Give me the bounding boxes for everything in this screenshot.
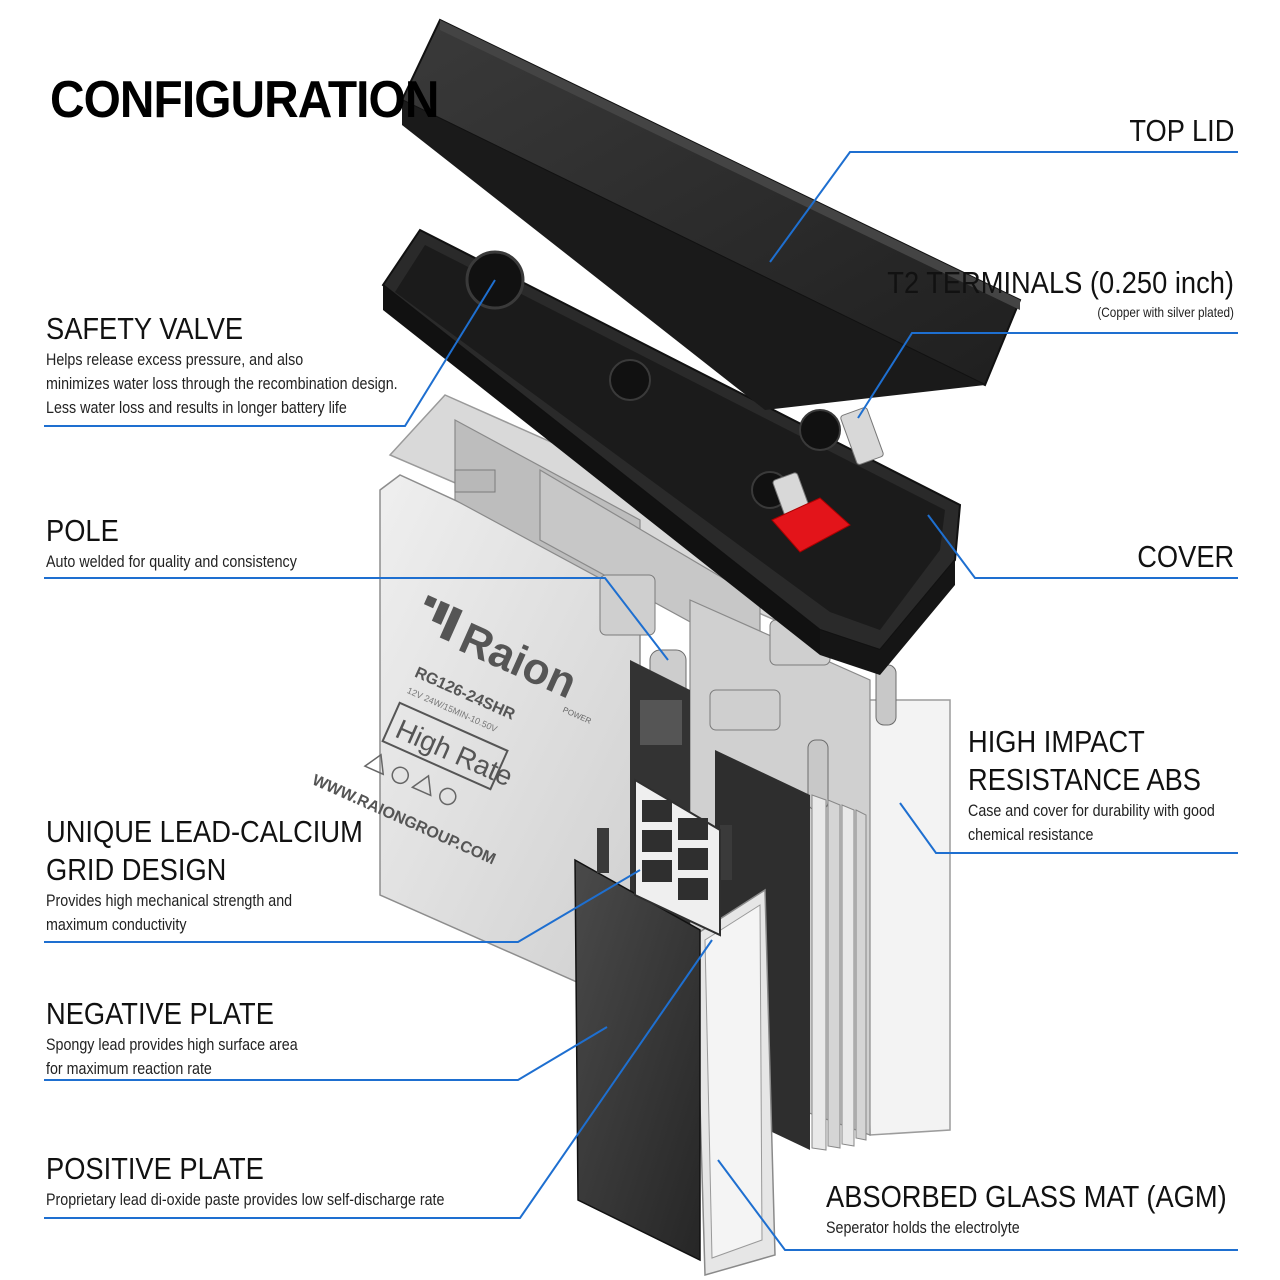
lead-calcium-grid	[634, 778, 721, 937]
label-pole: POLE Auto welded for quality and consist…	[46, 512, 345, 574]
leader-top-lid	[769, 151, 1238, 263]
leader-cover	[927, 514, 1238, 579]
abs-desc-2: chemical resistance	[968, 825, 1094, 844]
agm-desc: Seperator holds the electrolyte	[826, 1218, 1020, 1237]
leader-agm	[717, 1159, 1238, 1251]
t2-terminals	[771, 407, 884, 553]
leader-terminals	[857, 332, 1238, 419]
label-safety-valve: SAFETY VALVE Helps release excess pressu…	[46, 310, 465, 420]
top-lid	[400, 18, 1022, 410]
safety-valve-desc-2: minimizes water loss through the recombi…	[46, 374, 398, 393]
positive-plate-desc: Proprietary lead di-oxide paste provides…	[46, 1190, 445, 1209]
leader-abs	[899, 802, 1238, 854]
positive-plate-heading: POSITIVE PLATE	[46, 1151, 264, 1186]
negative-plate-desc-2: for maximum reaction rate	[46, 1059, 212, 1078]
label-positive-plate: POSITIVE PLATE Proprietary lead di-oxide…	[46, 1150, 520, 1212]
grid-heading-1: UNIQUE LEAD-CALCIUM	[46, 814, 363, 849]
label-top-lid: TOP LID	[1115, 112, 1234, 150]
grid-desc-2: maximum conductivity	[46, 915, 187, 934]
cover-heading: COVER	[1136, 539, 1234, 574]
label-terminals: T2 TERMINALS (0.250 inch) (Copper with s…	[840, 264, 1234, 322]
certification-icons	[363, 753, 457, 806]
top-lid-heading: TOP LID	[1128, 113, 1234, 148]
leader-negative-plate	[44, 1026, 608, 1081]
exploded-plates	[574, 778, 776, 1276]
label-agm: ABSORBED GLASS MAT (AGM) Seperator holds…	[826, 1178, 1280, 1240]
abs-heading-1: HIGH IMPACT	[968, 724, 1145, 759]
safety-valve-heading: SAFETY VALVE	[46, 311, 244, 346]
safety-valve-desc-3: Less water loss and results in longer ba…	[46, 398, 347, 417]
grid-heading-2: GRID DESIGN	[46, 852, 227, 887]
positive-terminal-red	[771, 497, 851, 553]
leader-safety-valve	[44, 279, 496, 427]
leader-lines	[44, 151, 1238, 1251]
abs-desc-1: Case and cover for durability with good	[968, 801, 1215, 820]
label-grid: UNIQUE LEAD-CALCIUM GRID DESIGN Provides…	[46, 813, 406, 937]
negative-plate-desc-1: Spongy lead provides high surface area	[46, 1035, 298, 1054]
negative-plate-heading: NEGATIVE PLATE	[46, 996, 274, 1031]
safety-valve-desc-1: Helps release excess pressure, and also	[46, 350, 304, 369]
label-cover: COVER	[1124, 538, 1234, 576]
label-abs: HIGH IMPACT RESISTANCE ABS Case and cove…	[968, 723, 1262, 847]
pole-desc: Auto welded for quality and consistency	[46, 552, 297, 571]
leader-grid	[44, 869, 641, 943]
label-negative-plate: NEGATIVE PLATE Spongy lead provides high…	[46, 995, 346, 1081]
abs-heading-2: RESISTANCE ABS	[968, 762, 1201, 797]
leader-pole	[44, 577, 669, 661]
battery-cover	[381, 228, 962, 675]
raion-logo-icon	[423, 595, 463, 642]
terminals-desc: (Copper with silver plated)	[1097, 304, 1234, 320]
terminals-heading: T2 TERMINALS (0.250 inch)	[887, 265, 1234, 300]
page-title: CONFIGURATION	[50, 71, 439, 129]
agm-heading: ABSORBED GLASS MAT (AGM)	[826, 1179, 1227, 1214]
leader-positive-plate	[44, 939, 713, 1219]
pole-heading: POLE	[46, 513, 119, 548]
grid-desc-1: Provides high mechanical strength and	[46, 891, 293, 910]
